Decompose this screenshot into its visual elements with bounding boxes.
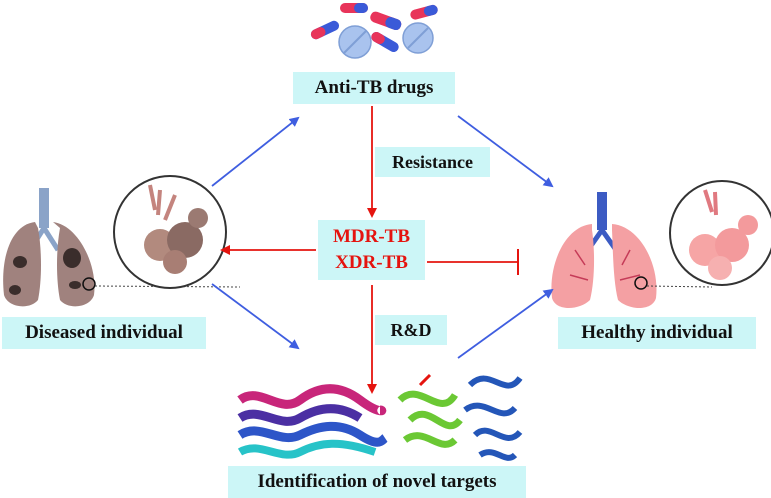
pill-capsule-icon	[410, 4, 438, 20]
anti-tb-drugs-label: Anti-TB drugs	[293, 72, 455, 104]
arrow-targets-to-healthy	[457, 288, 554, 359]
mdr-xdr-label: MDR-TB XDR-TB	[318, 220, 425, 280]
pill-capsule-icon	[310, 20, 340, 40]
healthy-individual-label: Healthy individual	[558, 317, 756, 349]
xdr-tb-text: XDR-TB	[335, 252, 408, 273]
tablet-icon	[402, 22, 434, 54]
arrow-drugs-to-healthy	[457, 115, 554, 188]
arrow-diseased-to-drugs	[211, 116, 300, 187]
pill-capsule-icon	[340, 3, 368, 13]
alveoli-zoom-icon	[669, 180, 771, 286]
alveoli-zoom-icon	[113, 175, 227, 289]
protein-structure-icon	[397, 373, 463, 448]
arrow-diseased-to-targets	[211, 283, 300, 350]
healthy-lung-icon	[551, 192, 657, 308]
protein-structure-icon	[463, 375, 523, 461]
diseased-individual-label: Diseased individual	[2, 317, 206, 349]
mdr-tb-text: MDR-TB	[332, 226, 411, 247]
resistance-label: Resistance	[375, 147, 490, 177]
novel-targets-label: Identification of novel targets	[228, 466, 526, 498]
rd-label: R&D	[375, 315, 447, 345]
pill-capsule-icon	[370, 11, 402, 31]
protein-structure-icon	[237, 384, 388, 459]
diseased-lung-icon	[3, 188, 96, 307]
pill-capsule-icon	[371, 32, 399, 52]
tablet-icon	[338, 25, 372, 59]
drugs-illustration	[310, 3, 438, 59]
